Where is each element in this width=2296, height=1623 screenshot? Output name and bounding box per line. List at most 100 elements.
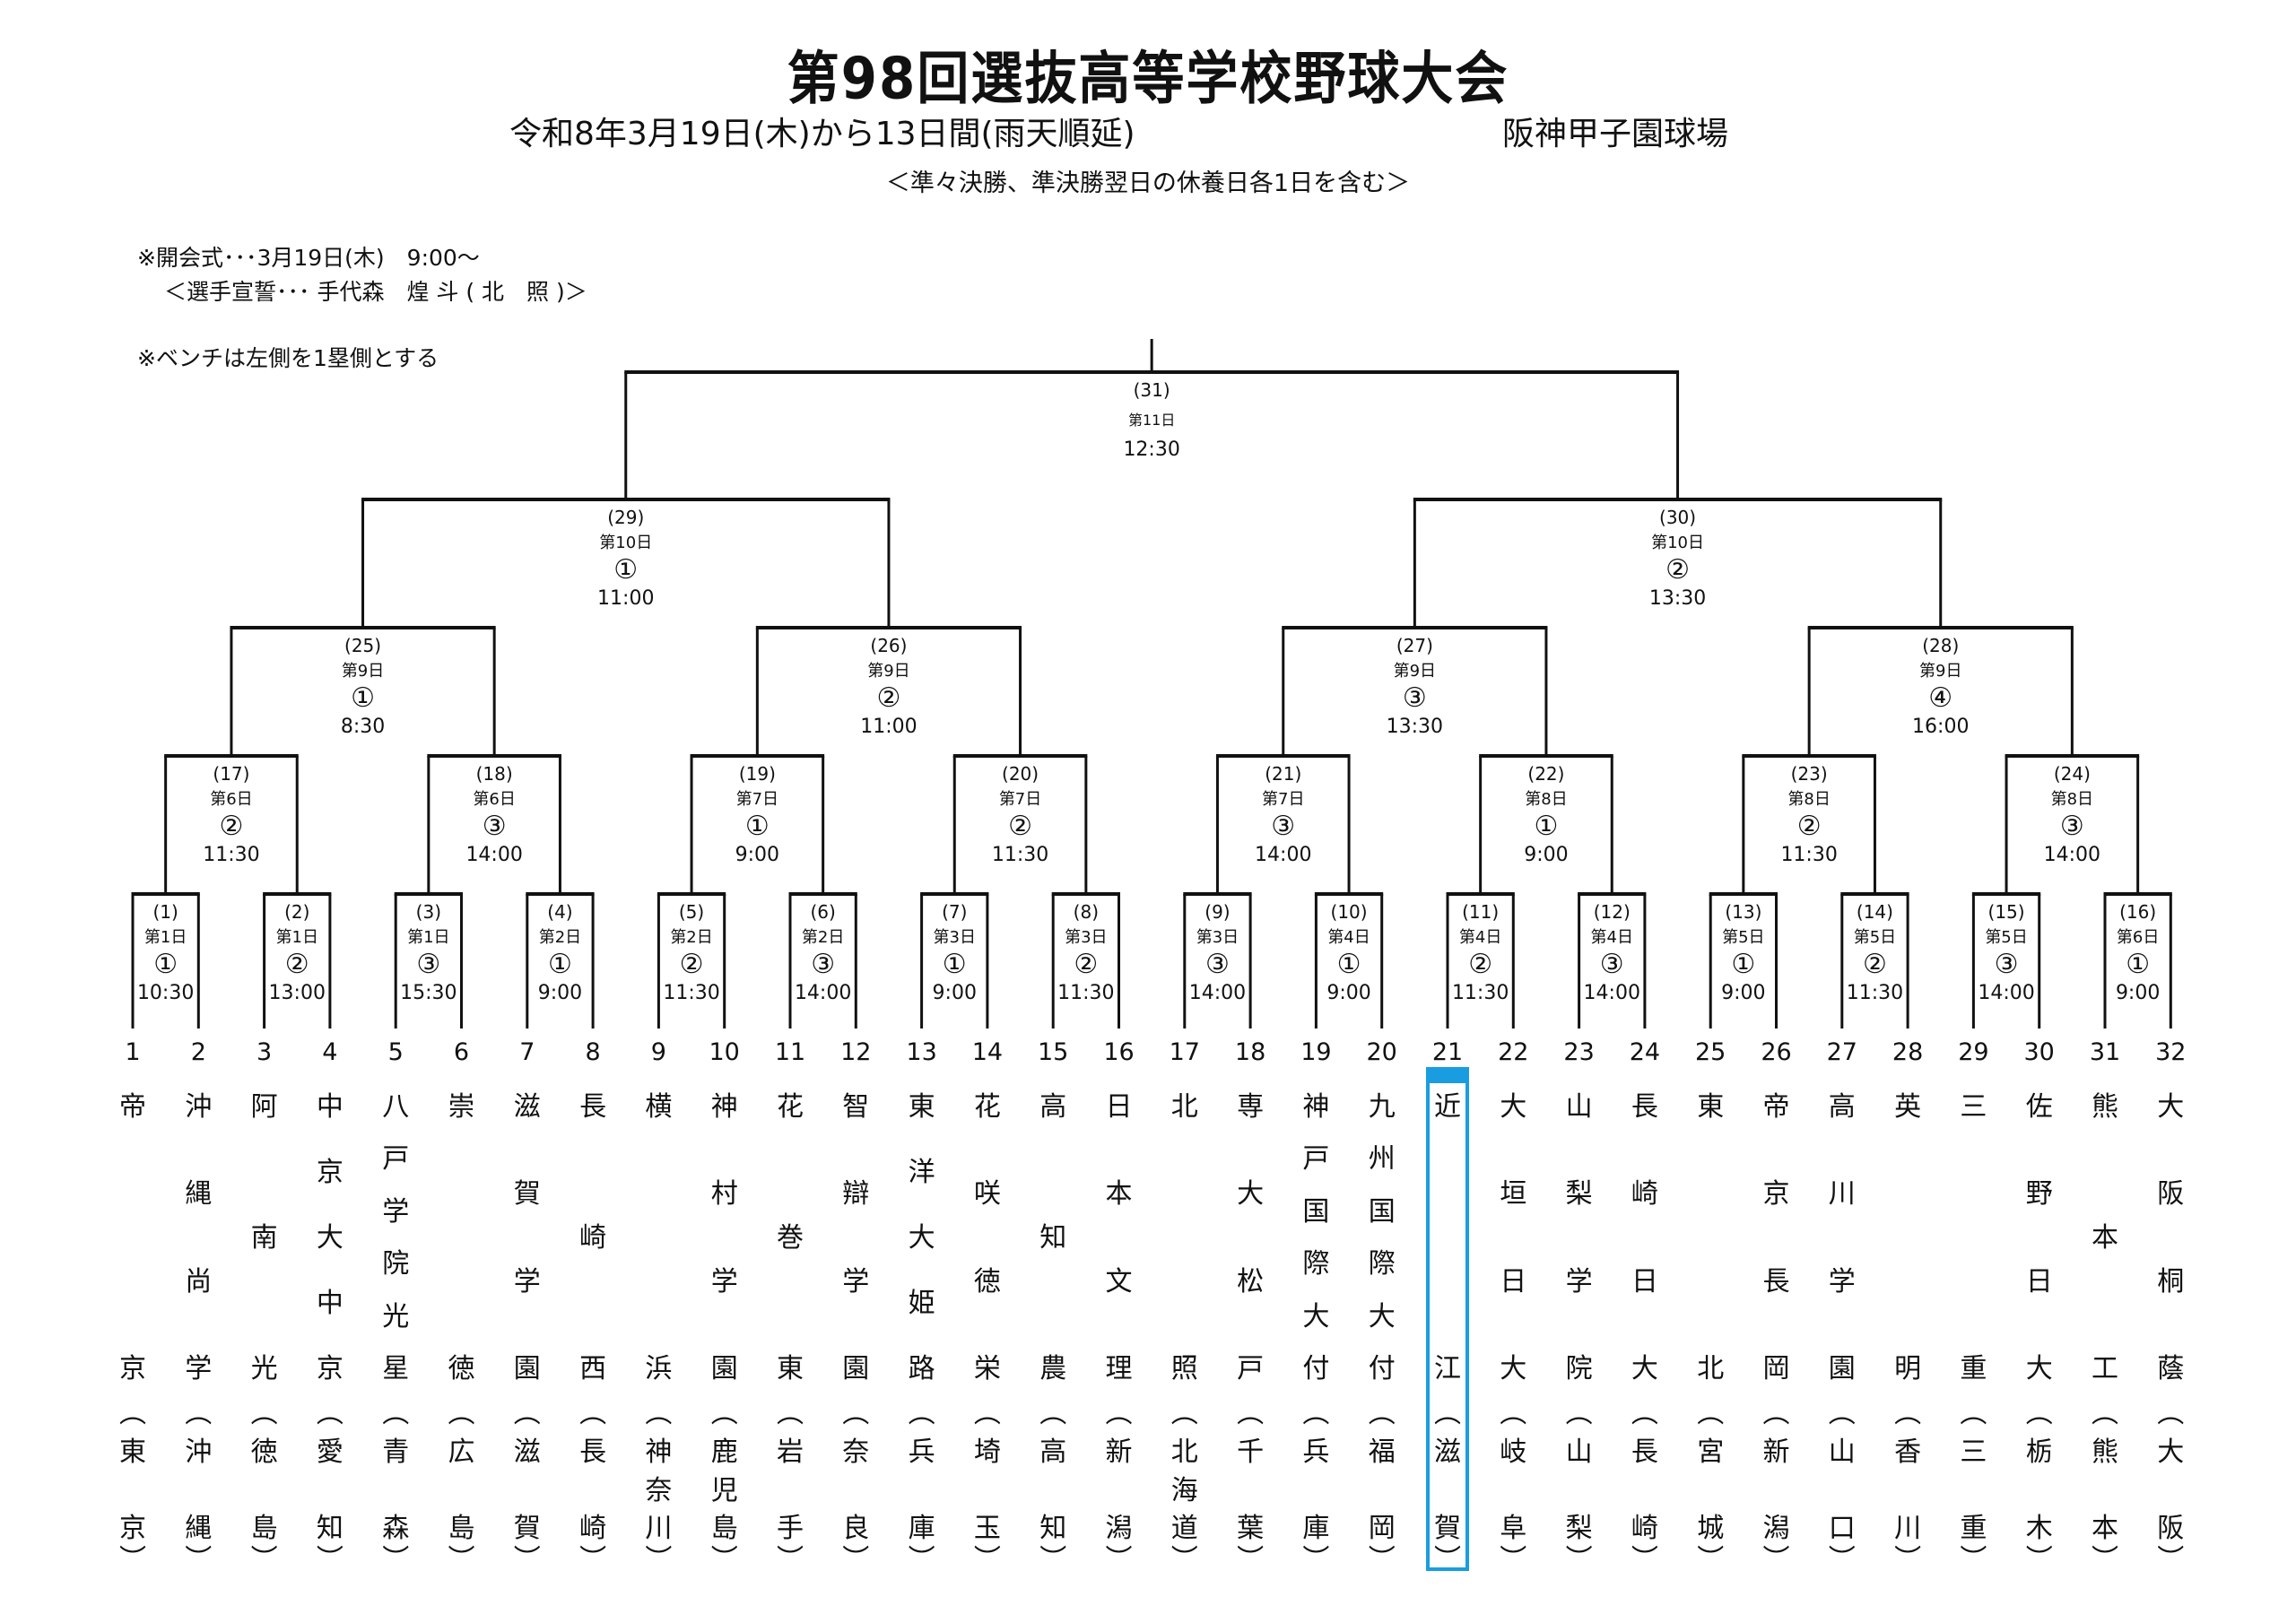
- school-name-char: 学: [1565, 1265, 1593, 1298]
- team-entry[interactable]: 九州国際大付︵福岡︶: [1360, 0, 1405, 1623]
- team-entry[interactable]: 大阪桐蔭︵大阪︶: [2148, 0, 2193, 1623]
- school-name-char: 大: [316, 1222, 344, 1254]
- prefecture-char: 児: [710, 1474, 738, 1506]
- prefecture-char: 奈: [842, 1436, 870, 1468]
- team-entry[interactable]: 八戸学院光星︵青森︶: [373, 0, 418, 1623]
- school-name-char: 洋: [908, 1157, 935, 1188]
- team-entry[interactable]: 高川学園︵山口︶: [1820, 0, 1865, 1623]
- prefecture-char: 岡: [1368, 1513, 1396, 1544]
- prefecture-char: 滋: [1434, 1436, 1461, 1468]
- team-entry[interactable]: 滋賀学園︵滋賀︶: [505, 0, 550, 1623]
- match-time: 13:30: [1386, 716, 1444, 738]
- prefecture-close-paren: ︶: [1565, 1544, 1593, 1575]
- prefecture-close-paren: ︶: [1894, 1544, 1922, 1575]
- team-entry[interactable]: 中京大中京︵愛知︶: [308, 0, 352, 1623]
- team-entry[interactable]: 大垣日大︵岐阜︶: [1491, 0, 1535, 1623]
- team-entry[interactable]: 帝京︵東京︶: [110, 0, 155, 1623]
- team-entry[interactable]: 三重︵三重︶: [1951, 0, 1996, 1623]
- match-day: 第7日: [998, 790, 1042, 809]
- team-entry[interactable]: 帝京長岡︵新潟︶: [1754, 0, 1799, 1623]
- match-number: (1): [152, 901, 178, 923]
- team-entry[interactable]: 沖縄尚学︵沖縄︶: [176, 0, 221, 1623]
- prefecture-char: 高: [1039, 1436, 1067, 1468]
- slot-number: 26: [1761, 1038, 1792, 1066]
- prefecture-close-paren: ︶: [1828, 1544, 1856, 1575]
- team-entry[interactable]: 専大松戸︵千葉︶: [1228, 0, 1273, 1623]
- team-entry[interactable]: 神戸国際大付︵兵庫︶: [1293, 0, 1338, 1623]
- prefecture-char: 兵: [1302, 1436, 1330, 1468]
- team-entry[interactable]: 阿南光︵徳島︶: [242, 0, 287, 1623]
- slot-number: 32: [2155, 1038, 2187, 1066]
- match-number: (29): [607, 507, 645, 528]
- match-order: ③: [1402, 682, 1427, 714]
- match-day: 第8日: [2050, 790, 2094, 809]
- team-entry[interactable]: 崇徳︵広島︶: [439, 0, 484, 1623]
- match-order: ②: [1008, 811, 1032, 842]
- school-name-char: 賀: [513, 1178, 541, 1211]
- slot-number: 30: [2023, 1038, 2055, 1066]
- team-entry[interactable]: 熊本工︵熊本︶: [2083, 0, 2127, 1623]
- school-name-char: 高: [1828, 1091, 1856, 1123]
- prefecture-char: 阜: [1500, 1513, 1527, 1544]
- prefecture-close-paren: ︶: [710, 1544, 738, 1575]
- team-entry[interactable]: 智辯学園︵奈良︶: [833, 0, 878, 1623]
- team-entry[interactable]: 長崎西︵長崎︶: [570, 0, 615, 1623]
- match-day: 第7日: [735, 790, 779, 809]
- match-day: 第6日: [473, 790, 516, 809]
- slot-number: 31: [2089, 1038, 2121, 1066]
- match-time: 11:30: [1057, 982, 1115, 1004]
- team-entry[interactable]: 近江︵滋賀︶: [1425, 0, 1470, 1623]
- school-name-char: 学: [513, 1265, 541, 1298]
- prefecture-close-paren: ︶: [2157, 1544, 2185, 1575]
- team-entry[interactable]: 横浜︵神奈川︶: [636, 0, 681, 1623]
- match-day: 第3日: [1196, 928, 1239, 947]
- match-time: 11:00: [860, 716, 918, 738]
- team-entry[interactable]: 高知農︵高知︶: [1031, 0, 1075, 1623]
- selected-team-highlight[interactable]: [1426, 1067, 1469, 1571]
- match-number: (21): [1265, 763, 1302, 785]
- prefecture-open-paren: ︵: [1565, 1398, 1593, 1429]
- team-entry[interactable]: 佐野日大︵栃木︶: [2017, 0, 2062, 1623]
- school-name-char: 阿: [250, 1091, 278, 1123]
- prefecture-char: 岐: [1500, 1436, 1527, 1468]
- match-order: ②: [876, 682, 901, 714]
- prefecture-char: 島: [448, 1513, 475, 1544]
- team-entry[interactable]: 山梨学院︵山梨︶: [1557, 0, 1602, 1623]
- school-name-char: 重: [1960, 1353, 1987, 1384]
- match-day: 第9日: [1919, 662, 1962, 681]
- prefecture-char: 賀: [1434, 1513, 1461, 1544]
- team-entry[interactable]: 花巻東︵岩手︶: [768, 0, 813, 1623]
- team-entry[interactable]: 神村学園︵鹿児島︶: [702, 0, 747, 1623]
- team-entry[interactable]: 長崎日大︵長崎︶: [1622, 0, 1667, 1623]
- prefecture-open-paren: ︵: [1894, 1398, 1922, 1429]
- prefecture-char: 北: [1170, 1436, 1198, 1468]
- match-time: 14:00: [1188, 982, 1247, 1004]
- team-entry[interactable]: 東洋大姫路︵兵庫︶: [900, 0, 944, 1623]
- prefecture-close-paren: ︶: [1368, 1544, 1396, 1575]
- team-entry[interactable]: 日本文理︵新潟︶: [1097, 0, 1142, 1623]
- team-entry[interactable]: 花咲徳栄︵埼玉︶: [965, 0, 1010, 1623]
- match-order: ③: [1599, 949, 1624, 980]
- prefecture-char: 大: [2157, 1436, 2185, 1468]
- school-name-char: 縄: [185, 1178, 213, 1211]
- match-number: (7): [942, 901, 968, 923]
- team-entry[interactable]: 北照︵北海道︶: [1162, 0, 1207, 1623]
- highlight-header-bar: [1430, 1071, 1465, 1083]
- school-name-char: 神: [1302, 1091, 1330, 1123]
- school-name-char: 大: [1500, 1353, 1527, 1384]
- match-day: 第8日: [1787, 790, 1831, 809]
- school-name-char: 大: [908, 1222, 935, 1254]
- team-entry[interactable]: 英明︵香川︶: [1885, 0, 1930, 1623]
- school-name-char: 際: [1368, 1248, 1396, 1280]
- slot-number: 5: [387, 1038, 404, 1066]
- match-number: (30): [1659, 507, 1697, 528]
- school-name-char: 崎: [579, 1222, 607, 1254]
- player-oath-note: ＜選手宣誓･･･ 手代森 煌 斗 ( 北 照 )＞: [164, 279, 587, 305]
- school-name-char: 英: [1894, 1091, 1922, 1123]
- team-entry[interactable]: 東北︵宮城︶: [1688, 0, 1733, 1623]
- school-name-char: 院: [1565, 1353, 1593, 1384]
